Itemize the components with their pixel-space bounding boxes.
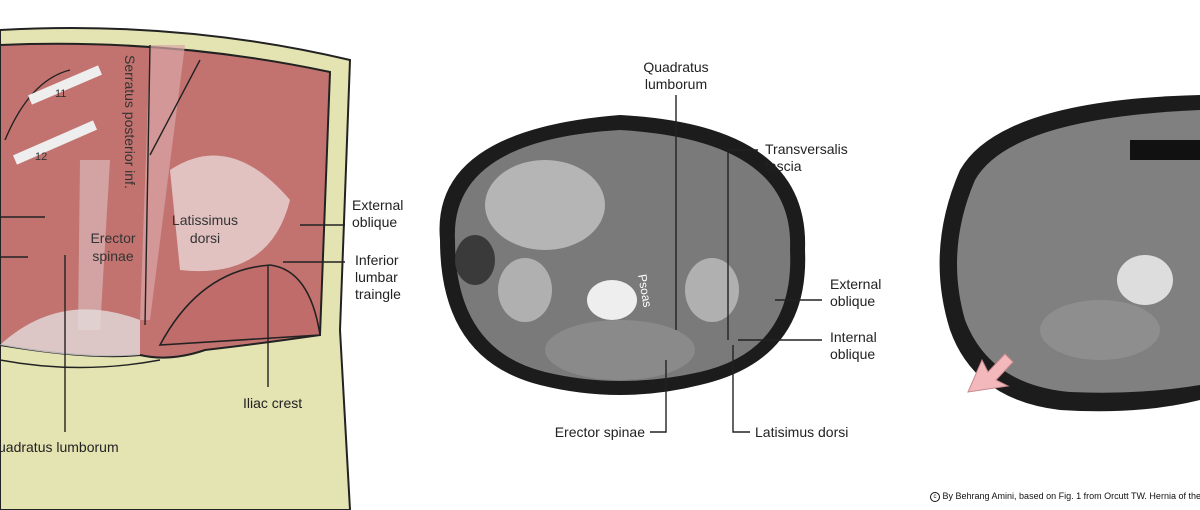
ct-latisimus-label: Latisimus dorsi — [755, 424, 848, 440]
inf-triangle-label-2: lumbar — [355, 269, 398, 285]
ct-transversalis-label-1: Transversalis — [765, 141, 848, 157]
ct-int-oblique-label-2: oblique — [830, 346, 875, 362]
ct-erector-label: Erector spinae — [555, 424, 645, 440]
ct-ext-oblique-label-1: External — [830, 276, 881, 292]
rib-12-label: 12 — [35, 151, 47, 163]
latissimus-label-2: dorsi — [190, 230, 220, 246]
illustration-leader-lines — [0, 216, 345, 432]
iliac-crest-label: Iliac crest — [243, 395, 302, 411]
ct-ext-oblique-label-2: oblique — [830, 293, 875, 309]
ct-hernia-image — [939, 95, 1200, 412]
ct-int-oblique-label-1: Internal — [830, 329, 877, 345]
latissimus-label-1: Latissimus — [172, 212, 238, 228]
ext-oblique-label-2: oblique — [352, 214, 397, 230]
quadratus-label: uadratus lumborum — [0, 439, 119, 455]
credit-text: By Behrang Amini, based on Fig. 1 from O… — [942, 491, 1200, 501]
psoas-label: Psoas — [635, 273, 655, 308]
ct-quadratus-label-2: lumborum — [645, 76, 707, 92]
erector-label-1: Erector — [90, 230, 135, 246]
ct-quadratus-label-1: Quadratus — [643, 59, 708, 75]
credit-line: c By Behrang Amini, based on Fig. 1 from… — [930, 491, 1200, 502]
ct-axial-image — [439, 115, 806, 395]
back-muscle-illustration — [0, 27, 352, 510]
rib-11-label: 11 — [55, 88, 66, 100]
serratus-label: Serratus posterior inf. — [122, 55, 138, 189]
creative-commons-icon: c — [930, 491, 940, 502]
inf-triangle-label-3: traingle — [355, 286, 401, 302]
inf-triangle-label-1: Inferior — [355, 252, 399, 268]
erector-label-2: spinae — [92, 248, 133, 264]
ct-transversalis-label-2: fascia — [765, 158, 802, 174]
ext-oblique-label-1: External — [352, 197, 403, 213]
ct-leader-lines — [650, 95, 822, 433]
hernia-arrow-icon — [967, 353, 1014, 393]
